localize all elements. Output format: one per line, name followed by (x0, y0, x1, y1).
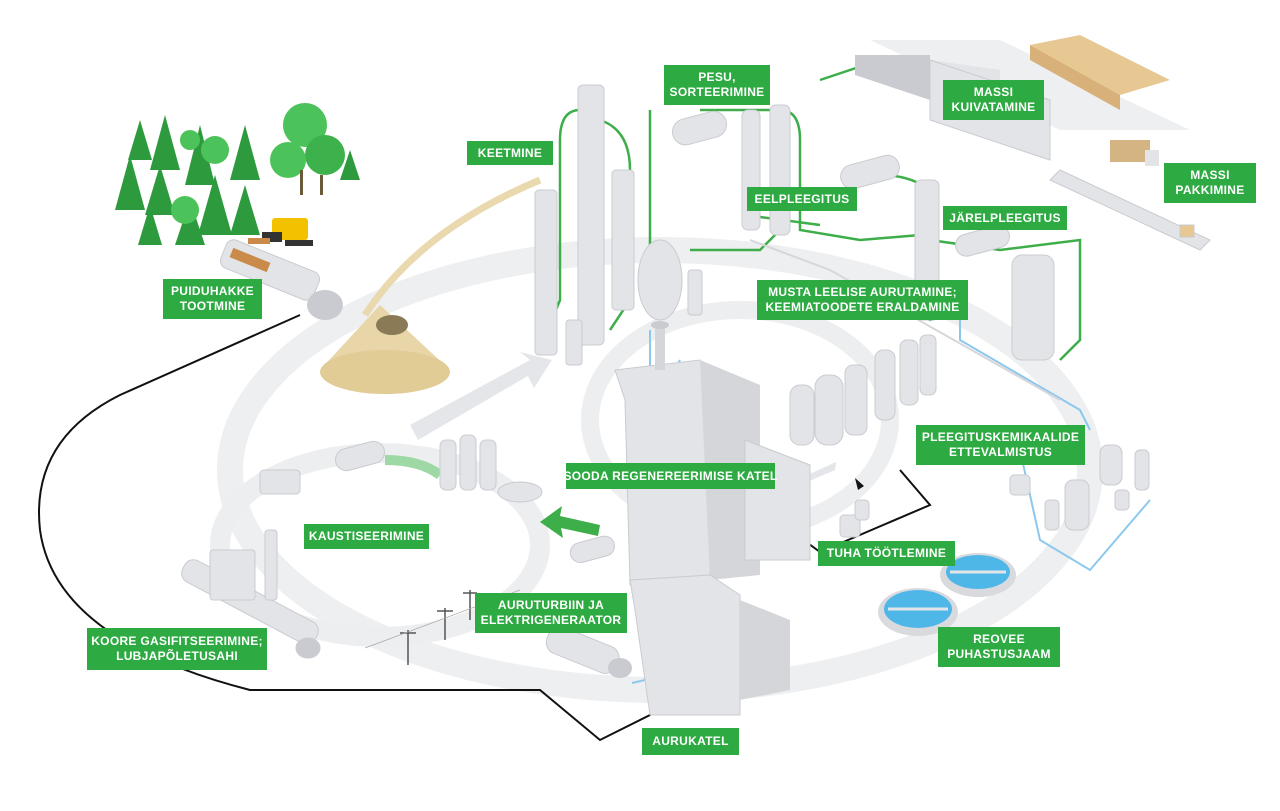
label-puiduhakke-tootmine: PUIDUHAKKE TOOTMINE (163, 279, 262, 319)
label-keetmine: KEETMINE (467, 141, 553, 165)
label-line: ELEKTRIGENERAATOR (480, 613, 622, 627)
label-reovee-puhastusjaam: REOVEE PUHASTUSJAAM (938, 627, 1060, 667)
chip-pile (320, 176, 542, 394)
chip-conveyor (219, 239, 343, 320)
label-massi-kuivatamine: MASSI KUIVATAMINE (943, 80, 1044, 120)
label-musta-leelise: MUSTA LEELISE AURUTAMINE; KEEMIATOODETE … (757, 280, 968, 320)
label-line: TUHA TÖÖTLEMINE (826, 546, 947, 560)
label-line: SORTEERIMINE (669, 85, 765, 99)
label-jarelpleegitus: JÄRELPLEEGITUS (943, 206, 1067, 230)
chemical-plant (1009, 444, 1150, 531)
arrow-green-causticizing (540, 506, 600, 538)
wood-loader (248, 218, 313, 246)
label-line: SOODA REGENEREERIMISE KATEL (563, 468, 778, 483)
wash-sorting-tanks (672, 104, 791, 236)
ash-arrow (855, 478, 864, 490)
label-eelpleegitus: EELPLEEGITUS (747, 187, 857, 211)
label-line: KEETMINE (477, 145, 543, 160)
packing-line (1049, 169, 1211, 251)
label-line: AURUKATEL (652, 734, 729, 748)
label-line: PESU, (698, 70, 736, 84)
label-line: KOORE GASIFITSEERIMINE; (91, 634, 263, 648)
arrow-to-digester (410, 352, 552, 440)
label-line: KUIVATAMINE (951, 100, 1036, 114)
label-line: KAUSTISEERIMINE (308, 529, 425, 543)
label-pesu-sorteerimine: PESU, SORTEERIMINE (664, 65, 770, 105)
recovery-boiler (614, 321, 811, 586)
label-auruturbiin: AURUTURBIIN JA ELEKTRIGENERAATOR (475, 593, 627, 633)
bleaching-towers (840, 154, 1055, 361)
label-line: MUSTA LEELISE AURUTAMINE; (768, 285, 957, 299)
label-line: PUIDUHAKKE (170, 284, 254, 298)
label-pleegituskemikaalide: PLEEGITUSKEMIKAALIDE ETTEVALMISTUS (916, 425, 1085, 465)
label-line: TOOTMINE (179, 299, 246, 313)
label-line: MASSI (1190, 168, 1230, 182)
evaporator-tanks (789, 334, 937, 446)
label-tuha-tootlemine: TUHA TÖÖTLEMINE (818, 541, 955, 566)
label-line: JÄRELPLEEGITUS (949, 210, 1061, 225)
digester-towers (534, 84, 703, 366)
label-line: PAKKIMINE (1175, 183, 1245, 197)
label-line: MASSI (973, 85, 1014, 99)
label-line: AURUTURBIIN JA (497, 598, 605, 612)
label-line: ETTEVALMISTUS (948, 445, 1052, 459)
label-line: REOVEE (973, 632, 1025, 646)
green-flow-kaust (384, 455, 443, 480)
label-line: EELPLEEGITUS (754, 191, 850, 206)
truck (1110, 140, 1159, 166)
turbine (545, 626, 632, 678)
label-aurukatel: AURUKATEL (642, 728, 739, 755)
power-boiler (629, 574, 790, 716)
lime-kiln (181, 529, 321, 659)
grey-line (749, 239, 1061, 401)
label-sooda-regenereerimise-katel: SOODA REGENEREERIMISE KATEL (563, 463, 778, 489)
arrow-to-boiler (790, 462, 836, 495)
causticizing-equipment (259, 434, 615, 564)
label-line: PUHASTUSJAAM (947, 647, 1051, 661)
label-line: KEEMIATOODETE ERALDAMINE (765, 300, 960, 314)
label-koore-gasifitseerimine: KOORE GASIFITSEERIMINE; LUBJAPÕLETUSAHI (87, 628, 267, 670)
forest-trees (115, 103, 360, 245)
wastewater-clarifiers (878, 553, 1016, 636)
label-massi-pakkimine: MASSI PAKKIMINE (1164, 163, 1256, 203)
label-line: LUBJAPÕLETUSAHI (116, 649, 238, 663)
label-kaustiseerimine: KAUSTISEERIMINE (304, 524, 429, 549)
ash-treatment (839, 499, 870, 538)
label-line: PLEEGITUSKEMIKAALIDE (921, 430, 1080, 444)
black-loop (38, 314, 681, 742)
